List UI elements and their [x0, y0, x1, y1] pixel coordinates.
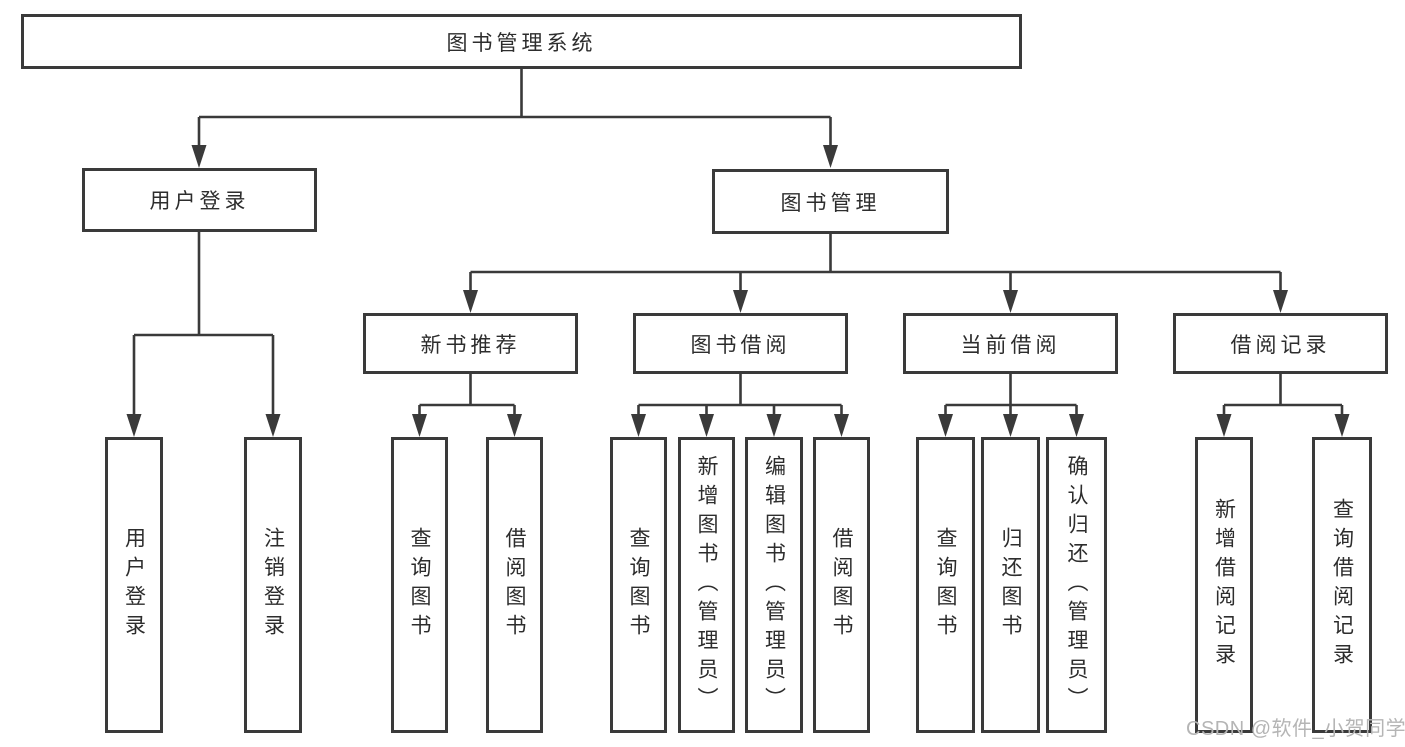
node-label: 图书管理系统 — [446, 31, 597, 55]
arrow-down-icon — [463, 290, 478, 313]
arrow-down-icon — [1334, 414, 1350, 437]
arrow-down-icon — [823, 145, 838, 168]
node-label: 当前借阅 — [960, 333, 1061, 357]
arrow-down-icon — [191, 145, 207, 168]
leaf-edit-books-admin: 编辑图书（管理员） — [745, 437, 803, 733]
leaf-query-books-2: 查询图书 — [610, 437, 667, 733]
node-label: 新增借阅记录 — [1212, 498, 1236, 672]
node-label: 借阅图书 — [830, 527, 853, 643]
node-label: 归还图书 — [999, 527, 1022, 643]
node-label: 查询图书 — [934, 527, 957, 643]
leaf-add-books-admin: 新增图书（管理员） — [678, 437, 735, 733]
leaf-logout: 注销登录 — [244, 437, 302, 733]
arrow-down-icon — [1216, 414, 1232, 437]
node-label: 查询图书 — [408, 527, 431, 643]
arrow-down-icon — [699, 414, 714, 437]
connector-current-borrowing-split — [938, 374, 1084, 437]
arrow-down-icon — [733, 290, 748, 313]
leaf-confirm-return-admin: 确认归还（管理员） — [1046, 437, 1107, 733]
node-label: 借阅图书 — [503, 527, 526, 643]
arrow-down-icon — [938, 414, 953, 437]
csdn-watermark: CSDN @软件_小贺同学 — [1186, 718, 1405, 740]
node-label: 确认归还（管理员） — [1065, 454, 1088, 716]
leaf-borrow-books-1: 借阅图书 — [486, 437, 543, 733]
arrow-down-icon — [1003, 414, 1018, 437]
leaf-query-books-3: 查询图书 — [916, 437, 975, 733]
connector-root-split — [191, 68, 838, 168]
node-current-borrowing: 当前借阅 — [903, 313, 1118, 374]
connector-book-borrowing-split — [631, 374, 849, 437]
arrow-down-icon — [412, 414, 427, 437]
node-book-borrowing: 图书借阅 — [633, 313, 848, 374]
node-user-login: 用户登录 — [82, 168, 317, 232]
node-new-book-recommendation: 新书推荐 — [363, 313, 578, 374]
leaf-borrow-books-2: 借阅图书 — [813, 437, 870, 733]
leaf-user-login: 用户登录 — [105, 437, 163, 733]
connector-user-login-split — [126, 231, 281, 437]
arrow-down-icon — [507, 414, 522, 437]
arrow-down-icon — [265, 414, 281, 437]
node-book-management: 图书管理 — [712, 169, 949, 234]
node-label: 新书推荐 — [420, 333, 521, 357]
connector-book-management-split — [463, 234, 1288, 313]
node-label: 新增图书（管理员） — [695, 454, 718, 716]
arrow-down-icon — [766, 414, 782, 437]
arrow-down-icon — [1003, 290, 1018, 313]
node-label: 查询借阅记录 — [1330, 498, 1354, 672]
connector-new-book-split — [412, 374, 522, 437]
node-label: 用户登录 — [122, 527, 146, 643]
connector-borrowing-records-split — [1216, 374, 1350, 437]
leaf-add-borrow-record: 新增借阅记录 — [1195, 437, 1253, 733]
arrow-down-icon — [1069, 414, 1084, 437]
node-borrowing-records: 借阅记录 — [1173, 313, 1388, 374]
node-label: 编辑图书（管理员） — [762, 454, 786, 716]
leaf-return-books: 归还图书 — [981, 437, 1040, 733]
node-label: 借阅记录 — [1230, 333, 1331, 357]
node-label: 用户登录 — [149, 190, 250, 213]
arrow-down-icon — [834, 414, 849, 437]
leaf-query-borrow-record: 查询借阅记录 — [1312, 437, 1372, 733]
node-label: 查询图书 — [627, 527, 650, 643]
node-label: 注销登录 — [261, 527, 285, 643]
node-library-management-system: 图书管理系统 — [21, 14, 1022, 69]
arrow-down-icon — [126, 414, 142, 437]
arrow-down-icon — [631, 414, 646, 437]
node-label: 图书管理 — [780, 191, 881, 215]
arrow-down-icon — [1273, 290, 1288, 313]
node-label: 图书借阅 — [690, 333, 791, 357]
leaf-query-books-1: 查询图书 — [391, 437, 448, 733]
